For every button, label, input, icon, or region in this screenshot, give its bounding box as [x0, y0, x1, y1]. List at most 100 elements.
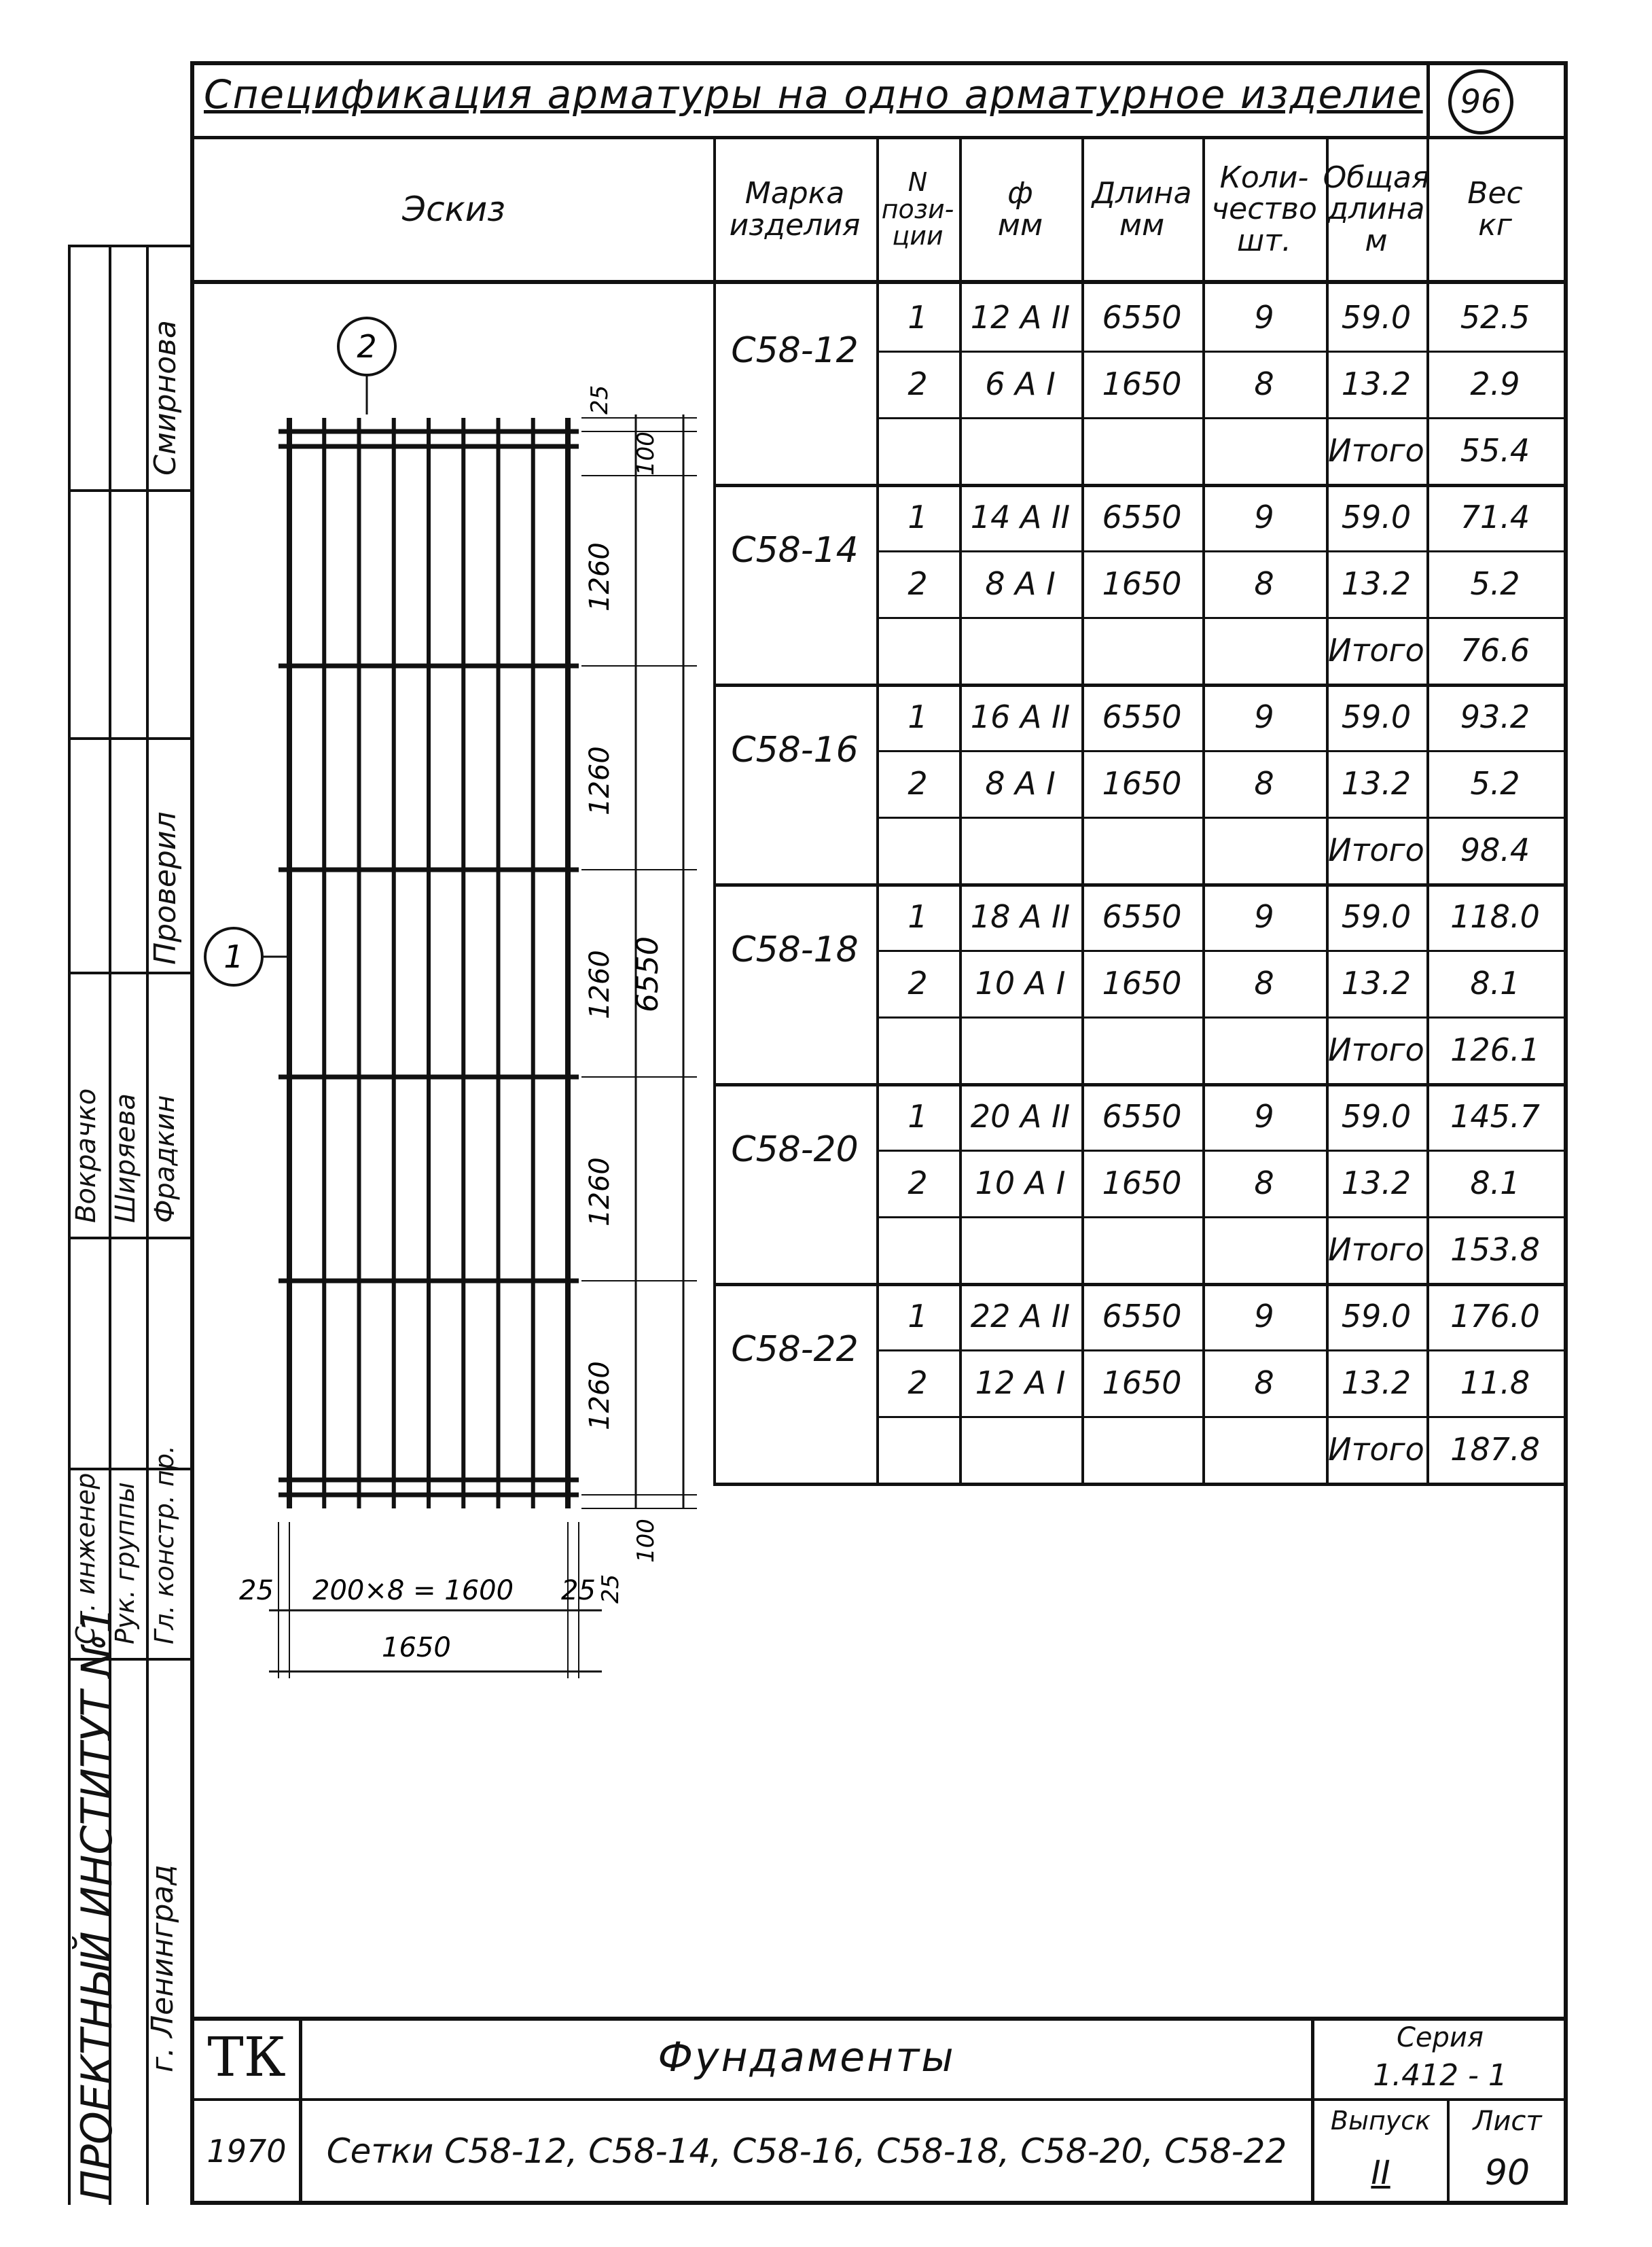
table-cell: 6550 — [1102, 298, 1182, 336]
stamp-col-line — [146, 245, 149, 2205]
dim-1260-4: 1260 — [584, 1157, 615, 1226]
table-cell: 10 А I — [975, 964, 1066, 1002]
table-cell: 59.0 — [1341, 898, 1412, 935]
stamp-row-line — [68, 737, 190, 740]
org-code: ТК — [207, 2025, 286, 2089]
stamp-row-line — [68, 1658, 190, 1661]
table-cell: 145.7 — [1450, 1097, 1540, 1135]
total-label: Итого — [1328, 631, 1424, 669]
table-cell: 2 — [908, 1364, 928, 1401]
row-line — [876, 1416, 1568, 1418]
table-cell: 59.0 — [1341, 298, 1412, 336]
mark-cell: С58-14 — [731, 529, 859, 571]
table-cell: 2 — [908, 365, 928, 402]
header-position: N пози- ции — [881, 166, 954, 251]
header-quantity: Коли- чество шт. — [1211, 160, 1317, 258]
row-line — [876, 617, 1568, 619]
sheet-value: 90 — [1484, 2152, 1530, 2193]
table-cell: 6550 — [1102, 898, 1182, 935]
subject: Фундаменты — [658, 2033, 956, 2081]
mark-cell: С58-20 — [731, 1129, 859, 1170]
table-cell: 59.0 — [1341, 698, 1412, 735]
group-separator — [713, 1283, 1568, 1286]
table-cell: 6550 — [1102, 698, 1182, 735]
row-line — [876, 417, 1568, 419]
table-cell: 8 — [1254, 964, 1274, 1002]
table-cell: 8 А I — [985, 565, 1056, 602]
group-separator — [713, 1083, 1568, 1086]
stamp-role-engineer: Ст. инженер — [71, 1472, 101, 1644]
stamp-city: г. Ленинград — [145, 1864, 180, 2072]
table-cell: 6550 — [1102, 1297, 1182, 1334]
table-cell: 2 — [908, 964, 928, 1002]
mark-cell: С58-16 — [731, 729, 859, 771]
total-label: Итого — [1328, 831, 1424, 868]
table-cell: 1650 — [1102, 365, 1182, 402]
dim-1260-1: 1260 — [584, 542, 615, 612]
row-line — [876, 1150, 1568, 1152]
stamp-row-line — [68, 1237, 190, 1239]
table-cell: 1 — [908, 1297, 928, 1334]
table-cell: 8 — [1254, 1364, 1274, 1401]
dim-200x8: 200×8 = 1600 — [312, 1575, 514, 1606]
table-cell: 8.1 — [1470, 964, 1520, 1002]
header-length: Длина мм — [1092, 176, 1192, 243]
table-cell: 6 А I — [985, 365, 1056, 402]
table-cell: 93.2 — [1460, 698, 1530, 735]
table-cell: 1 — [908, 898, 928, 935]
header-total-length: Общая длина м — [1323, 160, 1430, 258]
row-line — [876, 1349, 1568, 1351]
stamp-row-line — [68, 489, 190, 492]
total-value: 76.6 — [1460, 631, 1530, 669]
table-cell: 52.5 — [1460, 298, 1530, 336]
position-1-label: 1 — [223, 938, 243, 975]
table-cell: 118.0 — [1450, 898, 1540, 935]
total-value: 126.1 — [1450, 1031, 1540, 1068]
stamp-institute: ПРОЕКТНЫЙ ИНСТИТУТ №1 — [72, 1606, 122, 2201]
table-cell: 9 — [1254, 698, 1274, 735]
dim-1260-2: 1260 — [584, 746, 615, 815]
table-cell: 20 А II — [970, 1097, 1071, 1135]
table-cell: 9 — [1254, 498, 1274, 535]
table-cell: 8 — [1254, 565, 1274, 602]
table-cell: 1 — [908, 498, 928, 535]
table-cell: 6550 — [1102, 1097, 1182, 1135]
title-divider — [190, 136, 1568, 139]
group-separator — [713, 484, 1568, 487]
table-cell: 1650 — [1102, 764, 1182, 802]
table-cell: 1650 — [1102, 565, 1182, 602]
stamp-name-chief: Фрадкин — [149, 1095, 181, 1223]
table-cell: 59.0 — [1341, 1297, 1412, 1334]
table-bottom-line — [713, 1483, 1568, 1486]
header-bottom-line — [190, 280, 1568, 284]
header-col-line — [1202, 139, 1205, 280]
table-cell: 5.2 — [1470, 565, 1520, 602]
document-title: Спецификация арматуры на одно арматурное… — [204, 71, 1423, 118]
total-label: Итого — [1328, 431, 1424, 469]
table-cell: 59.0 — [1341, 1097, 1412, 1135]
table-cell: 1650 — [1102, 964, 1182, 1002]
sheet-label: Лист — [1473, 2106, 1542, 2137]
table-cell: 1650 — [1102, 1364, 1182, 1401]
stamp-name-group: Ширяева — [110, 1093, 141, 1223]
stamp-role-chief: Гл. констр. пр. — [149, 1445, 179, 1644]
row-line — [876, 550, 1568, 552]
table-cell: 9 — [1254, 898, 1274, 935]
position-2-label: 2 — [357, 328, 376, 365]
header-diameter: ф мм — [997, 176, 1043, 243]
stamp-role-group: Рук. группы — [110, 1482, 140, 1644]
table-cell: 9 — [1254, 298, 1274, 336]
table-cell: 2 — [908, 764, 928, 802]
stamp-name-checker: Смирнова — [148, 319, 183, 476]
issue-label: Выпуск — [1330, 2106, 1431, 2136]
stamp-name-engineer: Вокрачко — [71, 1088, 102, 1223]
table-cell: 5.2 — [1470, 764, 1520, 802]
total-value: 153.8 — [1450, 1231, 1540, 1268]
series-value: 1.412 - 1 — [1373, 2057, 1507, 2093]
table-cell: 1 — [908, 298, 928, 336]
table-cell: 8 — [1254, 365, 1274, 402]
dim-25-left: 25 — [239, 1575, 274, 1606]
tb-v3 — [1447, 2098, 1450, 2205]
header-sketch: Эскиз — [402, 190, 505, 230]
sheet-title: Сетки С58-12, С58-14, С58-16, С58-18, С5… — [326, 2131, 1287, 2172]
